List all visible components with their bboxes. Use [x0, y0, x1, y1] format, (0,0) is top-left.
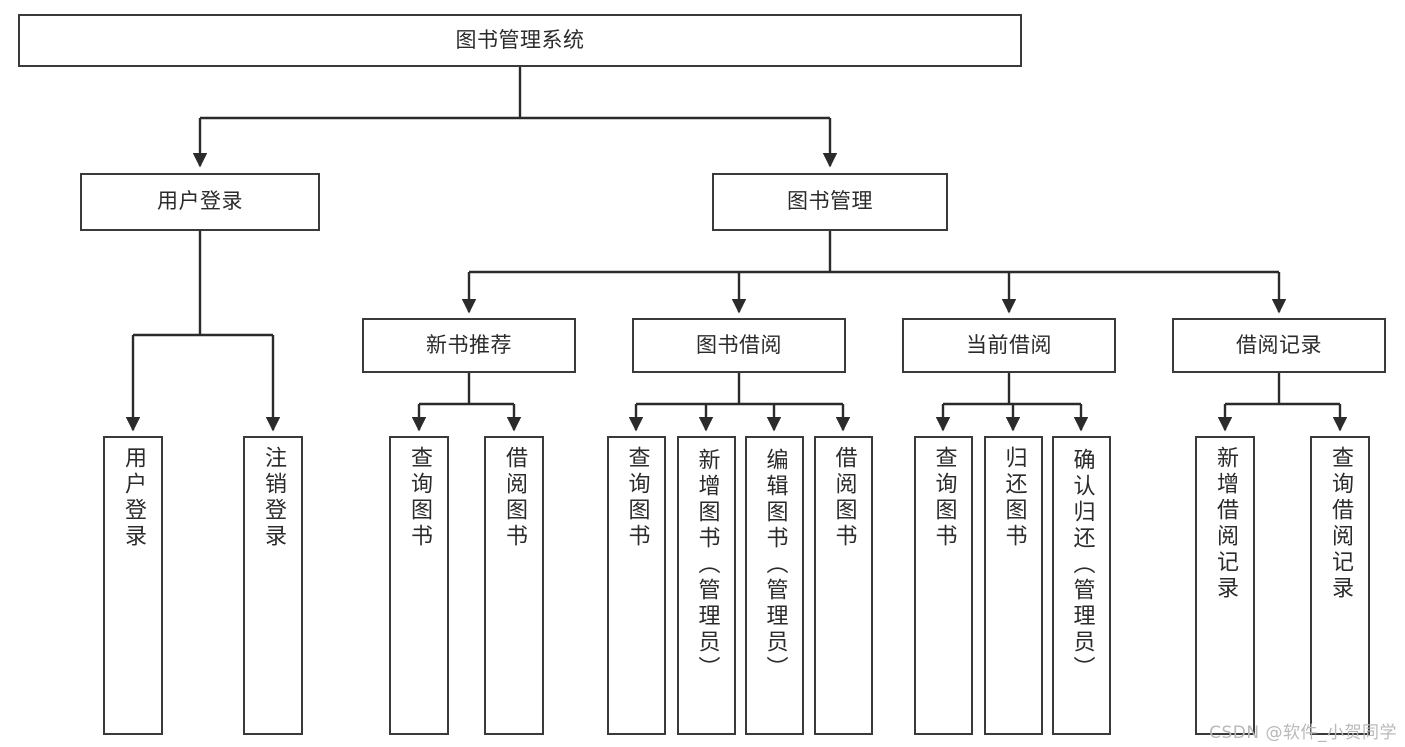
node-label: 图书借阅 [696, 332, 782, 357]
node-label: 查询图书 [624, 446, 650, 550]
leaf-query-borrow-record[interactable]: 查询借阅记录 [1310, 436, 1370, 735]
node-new-book-recommend[interactable]: 新书推荐 [362, 318, 576, 373]
node-label: 新增借阅记录 [1213, 446, 1238, 602]
csdn-watermark: CSDN @软件_小贺同学 [1209, 723, 1397, 743]
leaf-return-book[interactable]: 归还图书 [984, 436, 1043, 735]
node-label: 查询图书 [407, 446, 432, 550]
leaf-query-book-borrow[interactable]: 查询图书 [607, 436, 666, 735]
node-user-login[interactable]: 用户登录 [80, 173, 320, 231]
leaf-query-book-current[interactable]: 查询图书 [914, 436, 973, 735]
leaf-edit-book-admin[interactable]: 编辑图书（管理员） [745, 436, 804, 735]
node-label: 注销登录 [261, 446, 286, 550]
node-label: 借阅图书 [502, 446, 527, 550]
node-label: 借阅记录 [1236, 332, 1322, 357]
node-label: 归还图书 [1001, 446, 1027, 550]
node-book-borrow[interactable]: 图书借阅 [632, 318, 846, 373]
node-label: 查询图书 [931, 446, 957, 550]
node-label: 用户登录 [157, 189, 243, 214]
node-current-borrow[interactable]: 当前借阅 [902, 318, 1116, 373]
node-book-management[interactable]: 图书管理 [712, 173, 948, 231]
leaf-borrow-book[interactable]: 借阅图书 [814, 436, 873, 735]
leaf-add-borrow-record[interactable]: 新增借阅记录 [1195, 436, 1255, 735]
leaf-add-book-admin[interactable]: 新增图书（管理员） [677, 436, 736, 735]
node-label: 借阅图书 [831, 446, 857, 550]
leaf-user-login[interactable]: 用户登录 [103, 436, 163, 735]
node-label: 当前借阅 [966, 332, 1052, 357]
node-label: 编辑图书（管理员） [762, 448, 788, 682]
node-label: 查询借阅记录 [1328, 446, 1353, 602]
node-label: 新增图书（管理员） [694, 448, 720, 682]
leaf-confirm-return-admin[interactable]: 确认归还（管理员） [1052, 436, 1111, 735]
node-label: 新书推荐 [426, 332, 512, 357]
node-label: 确认归还（管理员） [1069, 448, 1095, 682]
node-label: 图书管理系统 [455, 27, 585, 52]
leaf-logout[interactable]: 注销登录 [243, 436, 303, 735]
node-root-library-system[interactable]: 图书管理系统 [18, 14, 1022, 67]
node-label: 用户登录 [121, 446, 146, 550]
node-label: 图书管理 [787, 189, 873, 214]
leaf-query-book-new[interactable]: 查询图书 [389, 436, 449, 735]
leaf-borrow-book-new[interactable]: 借阅图书 [484, 436, 544, 735]
node-borrow-records[interactable]: 借阅记录 [1172, 318, 1386, 373]
